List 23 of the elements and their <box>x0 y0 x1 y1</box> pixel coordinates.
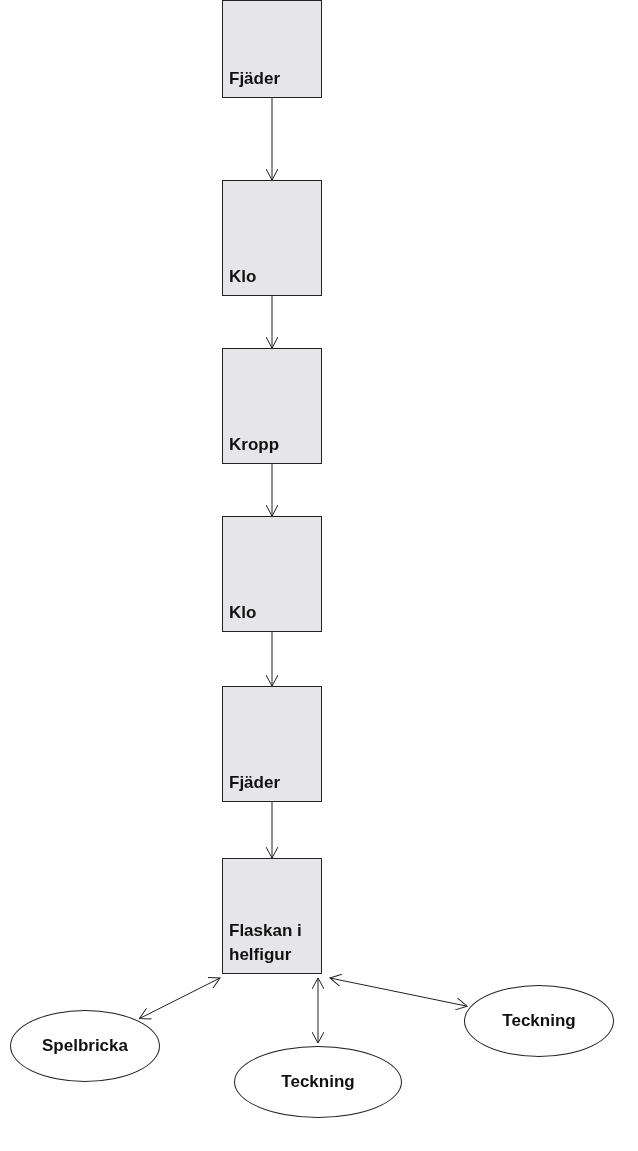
process-box <box>222 686 322 802</box>
arrow <box>138 977 221 1020</box>
process-box <box>222 858 322 974</box>
process-box <box>222 348 322 464</box>
node-label: Teckning <box>281 1072 355 1092</box>
process-box <box>222 180 322 296</box>
arrow <box>265 801 279 859</box>
arrow <box>311 977 325 1044</box>
arrow <box>265 295 279 349</box>
node-label: Klo <box>229 266 258 289</box>
node-label: Kropp <box>229 434 281 457</box>
arrow <box>265 97 279 181</box>
process-box <box>222 0 322 98</box>
node-label: Fjäder <box>229 772 282 795</box>
process-box <box>222 516 322 632</box>
node-label: Teckning <box>502 1011 576 1031</box>
node-label: Spelbricka <box>42 1036 128 1056</box>
arrow <box>265 463 279 517</box>
node-label: Klo <box>229 602 258 625</box>
arrow <box>329 973 468 1011</box>
node-label: Fjäder <box>229 68 282 91</box>
node-label: Flaskan i helfigur <box>229 920 303 967</box>
arrow <box>265 631 279 687</box>
